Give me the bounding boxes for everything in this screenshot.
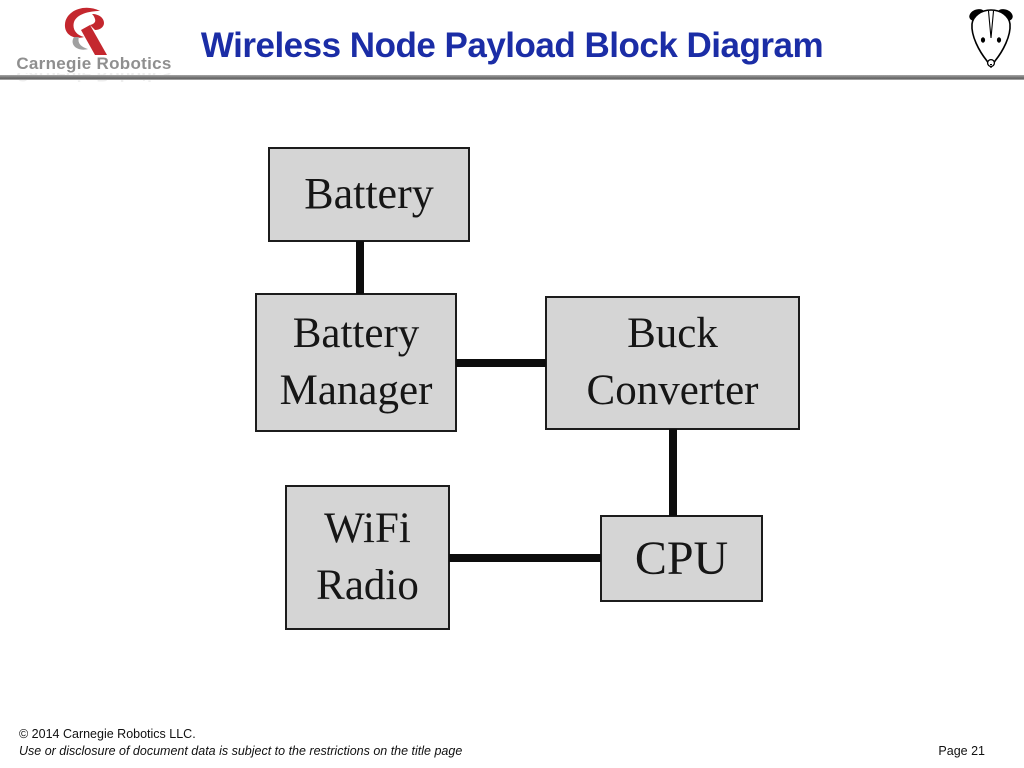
diagram-node-wifi-radio: WiFi Radio (285, 485, 450, 630)
page-title: Wireless Node Payload Block Diagram (200, 26, 824, 65)
diagram-node-battery-manager: Battery Manager (255, 293, 457, 432)
carnegie-robotics-cr-icon (64, 7, 107, 55)
diagram-node-cpu: CPU (600, 515, 763, 602)
diagram-node-battery: Battery (268, 147, 470, 242)
node-label: Battery (304, 169, 434, 219)
connector-battery-to-battery-manager (356, 241, 364, 294)
footer-copyright: © 2014 Carnegie Robotics LLC. (19, 727, 196, 741)
brand-wordmark: Carnegie Robotics (16, 54, 172, 73)
connector-wifi-radio-to-cpu (449, 554, 601, 562)
node-label: Manager (279, 366, 433, 414)
node-label: WiFi (324, 504, 411, 552)
node-label: Buck (627, 310, 718, 358)
node-label: CPU (634, 531, 729, 585)
brand-logo: Carnegie Robotics Carnegie Robotics (6, 4, 176, 85)
opossum-mascot-icon (969, 9, 1013, 69)
node-label: Battery (292, 309, 420, 357)
node-label: Converter (586, 367, 759, 414)
diagram-node-buck-converter: Buck Converter (545, 296, 800, 430)
node-label: Radio (316, 561, 419, 609)
connector-battery-manager-to-buck-converter (456, 359, 546, 367)
connector-buck-converter-to-cpu (669, 429, 677, 516)
footer-page-number: Page 21 (938, 744, 985, 758)
header-divider (0, 75, 1024, 80)
footer-disclaimer: Use or disclosure of document data is su… (19, 744, 463, 758)
